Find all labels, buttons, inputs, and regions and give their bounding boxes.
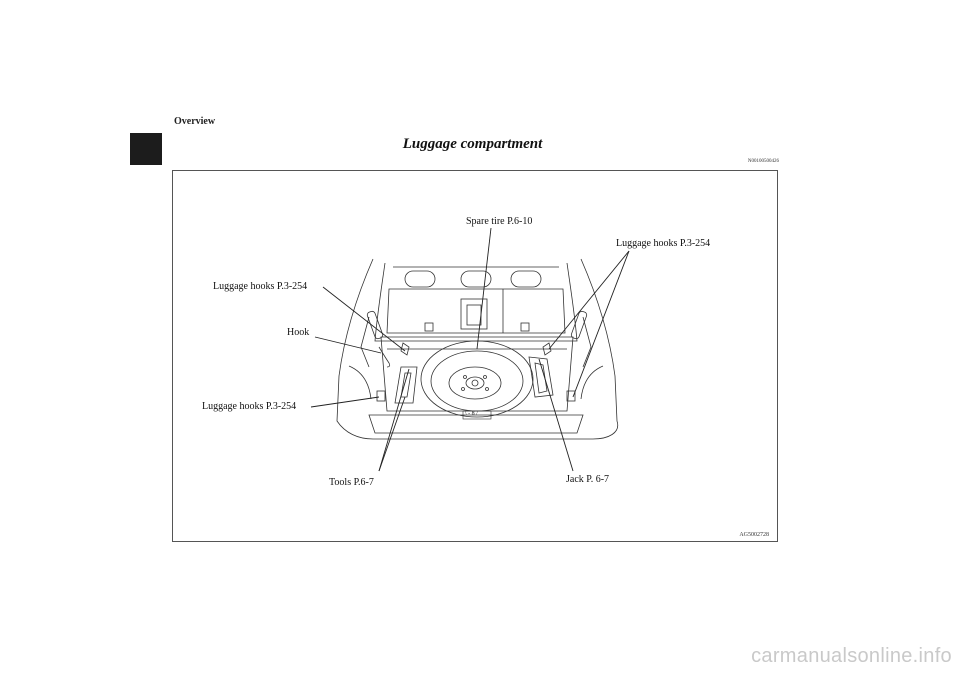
- luggage-compartment-illustration: [310, 227, 630, 472]
- callout-luggage-hooks-upper-right: Luggage hooks P.3-254: [616, 238, 711, 249]
- document-code: N00100500426: [747, 159, 779, 164]
- luggage-compartment-figure: Spare tire P.6-10 Luggage hooks P.3-254 …: [172, 170, 778, 542]
- callout-spare-tire: Spare tire P.6-10: [466, 216, 533, 227]
- section-header: Overview: [174, 116, 216, 127]
- figure-id: AG5002728: [739, 532, 769, 538]
- callout-jack: Jack P. 6-7: [566, 474, 610, 485]
- callout-tools: Tools P.6-7: [329, 477, 374, 488]
- callout-luggage-hooks-lower-left: Luggage hooks P.3-254: [202, 401, 297, 412]
- watermark: carmanualsonline.info: [751, 645, 952, 667]
- tire-label: \ - 8 /: [465, 411, 478, 417]
- chapter-tab: [130, 133, 162, 165]
- page-title: Luggage compartment: [402, 136, 543, 152]
- callout-hook: Hook: [287, 327, 310, 338]
- callout-luggage-hooks-upper-left: Luggage hooks P.3-254: [213, 281, 308, 292]
